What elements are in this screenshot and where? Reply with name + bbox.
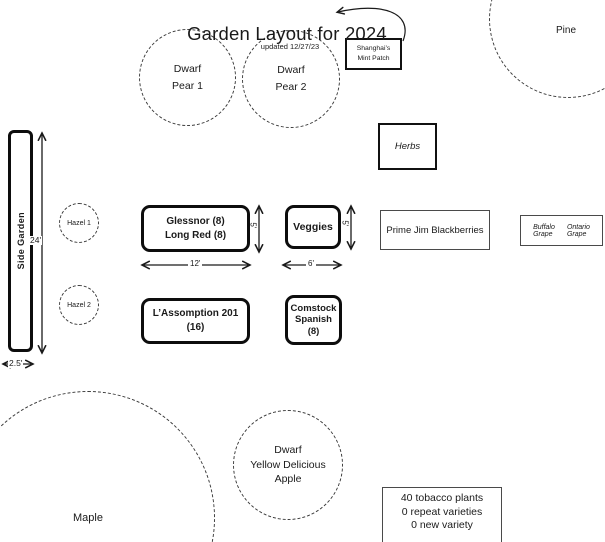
veggies-width-label: 6' bbox=[306, 259, 316, 269]
pine-tree-label: Pine bbox=[555, 25, 576, 36]
prime-jim-blackberries-bed: Prime Jim Blackberries bbox=[380, 210, 490, 250]
glessnor-long-red-bed: Glessnor (8) Long Red (8) bbox=[141, 205, 250, 252]
hazel-2-circle: Hazel 2 bbox=[59, 285, 99, 325]
veggies-bed: Veggies bbox=[285, 205, 341, 249]
veggies-height-label: 5' bbox=[340, 220, 350, 227]
comstock-spanish-bed: Comstock Spanish (8) bbox=[285, 295, 342, 345]
grapes-bed: Buffalo Grape Ontario Grape bbox=[520, 215, 603, 246]
side-garden-width-label: 2.5' bbox=[8, 358, 24, 369]
glessnor-height-label: 5' bbox=[248, 222, 258, 229]
dwarf-yellow-delicious-apple-circle: Dwarf Yellow Delicious Apple bbox=[233, 410, 343, 520]
side-garden-label: Side Garden bbox=[15, 212, 26, 270]
hazel-1-circle: Hazel 1 bbox=[59, 203, 99, 243]
updated-date-label: updated 12/27/23 bbox=[260, 42, 320, 51]
dwarf-pear-1-circle: Dwarf Pear 1 bbox=[139, 29, 236, 126]
maple-tree-circle: Maple bbox=[0, 391, 215, 542]
pine-tree-circle bbox=[489, 0, 605, 98]
tobacco-notes-box: 40 tobacco plants 0 repeat varieties 0 n… bbox=[382, 487, 502, 542]
ontario-grape-label: Ontario Grape bbox=[566, 223, 590, 238]
dwarf-pear-2-circle: Dwarf Pear 2 bbox=[242, 30, 340, 128]
buffalo-grape-label: Buffalo Grape bbox=[533, 223, 555, 238]
page-title: Garden Layout for 2024 bbox=[187, 23, 387, 44]
herbs-bed: Herbs bbox=[378, 123, 437, 170]
side-garden-length-label: 24' bbox=[29, 235, 43, 246]
glessnor-width-label: 12' bbox=[188, 259, 203, 269]
lassomption-201-bed: L’Assomption 201 (16) bbox=[141, 298, 250, 344]
